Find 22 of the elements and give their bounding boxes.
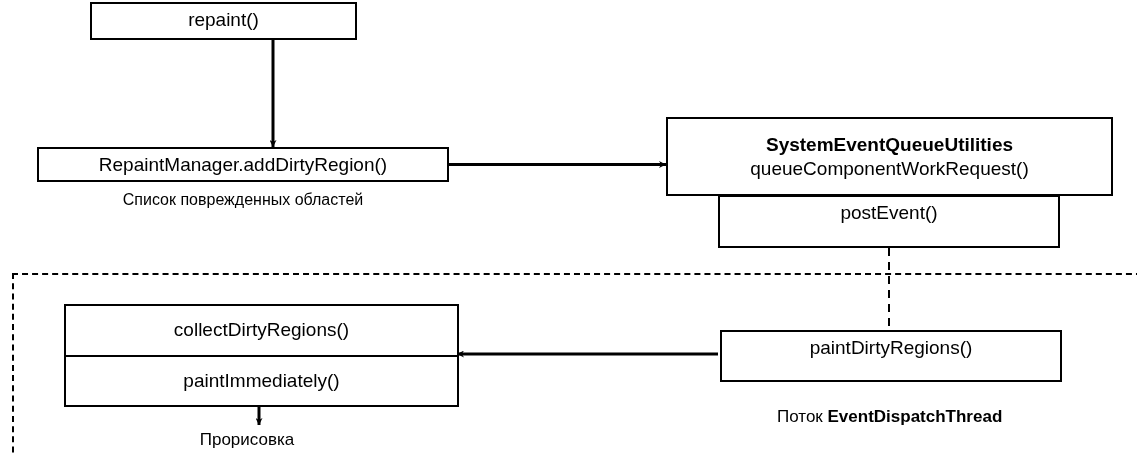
process-box	[90, 2, 357, 40]
class-box	[666, 117, 1113, 196]
method-label: RepaintManager.addDirtyRegion()	[98, 153, 388, 177]
thread-region	[12, 273, 1137, 454]
method-label: repaint()	[188, 8, 259, 32]
method-label: queueComponentWorkRequest()	[750, 156, 1029, 181]
method-label: postEvent()	[840, 201, 938, 225]
class-name: SystemEventQueueUtilities	[765, 132, 1014, 157]
arrow	[449, 161, 666, 168]
node-caption: Список поврежденных областей	[121, 190, 365, 210]
arrow	[269, 40, 277, 147]
dashed-connector	[888, 247, 890, 329]
method-label: collectDirtyRegions()	[173, 318, 350, 342]
method-label: paintDirtyRegions()	[809, 336, 973, 360]
method-label: paintImmediately()	[183, 368, 340, 393]
process-box	[720, 330, 1062, 382]
process-box	[718, 195, 1060, 248]
arrow	[255, 405, 263, 425]
result-label: Прорисовка	[152, 427, 342, 453]
thread-label: Поток EventDispatchThread	[777, 406, 1003, 428]
method-box	[64, 304, 459, 407]
arrow	[457, 350, 718, 358]
